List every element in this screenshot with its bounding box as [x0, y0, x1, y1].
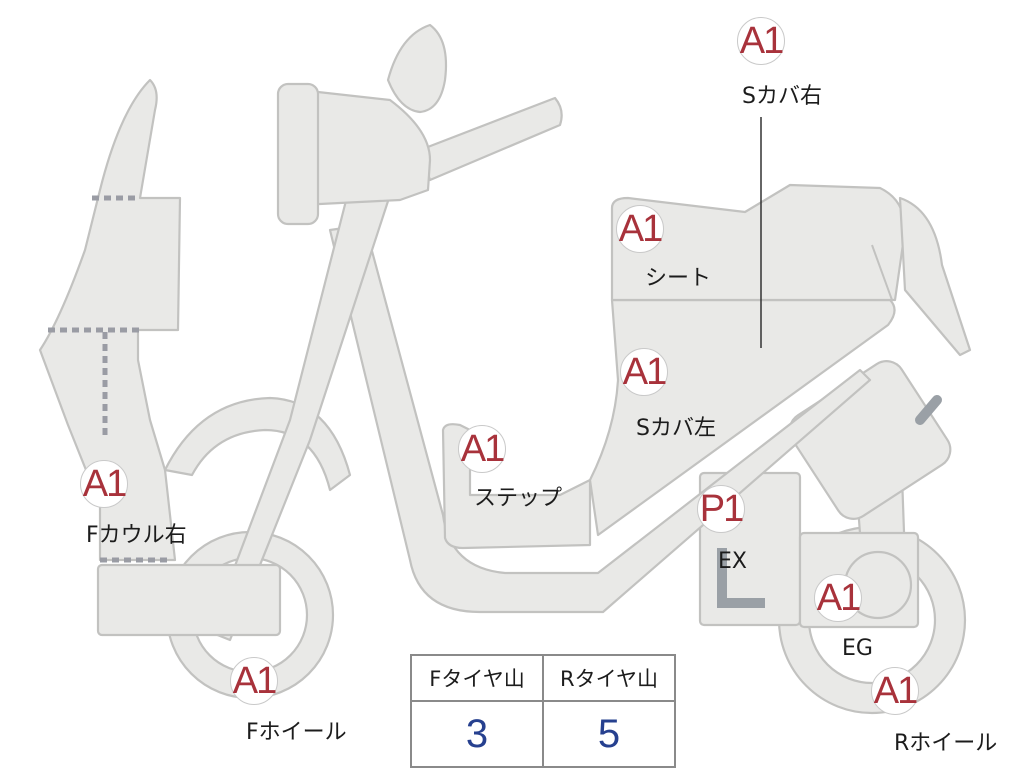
label-r-wheel: Rホイール — [894, 731, 998, 756]
rear-bolt — [915, 395, 942, 425]
header-front-tire: Fタイヤ山 — [410, 654, 544, 702]
grade-badge-step: A1 — [458, 425, 506, 473]
headlight-housing — [298, 88, 432, 207]
front-fender — [163, 396, 352, 492]
step-board — [441, 423, 592, 550]
header-rear-tire: Rタイヤ山 — [542, 654, 676, 702]
tire-table-value-row: 3 5 — [410, 700, 676, 768]
label-f-wheel: Fホイール — [246, 720, 347, 745]
side-cover — [588, 298, 896, 537]
label-f-cowl-right: Fカウル右 — [86, 523, 187, 548]
handlebar — [418, 96, 563, 182]
mirror — [386, 23, 448, 114]
rear-cowl — [898, 196, 972, 357]
seat-seam — [871, 244, 893, 301]
label-seat: シート — [645, 266, 712, 291]
grade-badge-f-wheel: A1 — [230, 657, 278, 705]
label-s-cover-left: Sカバ左 — [636, 416, 716, 441]
grade-badge-r-wheel: A1 — [871, 667, 919, 715]
grade-badge-s-cover-left: A1 — [620, 348, 668, 396]
value-rear-tire: 5 — [542, 700, 676, 768]
grade-badge-seat: A1 — [616, 205, 664, 253]
front-cowl-lower — [96, 563, 282, 637]
tire-tread-table: Fタイヤ山 Rタイヤ山 3 5 — [410, 654, 676, 768]
grade-badge-f-cowl-right: A1 — [80, 460, 128, 508]
grade-badge-s-cover-right: A1 — [737, 17, 785, 65]
exhaust-pipe — [717, 548, 765, 608]
label-engine: EG — [842, 636, 873, 661]
label-step: ステップ — [474, 486, 563, 511]
headlight — [276, 82, 320, 226]
grade-badge-exhaust: P1 — [697, 485, 745, 533]
label-s-cover-right: Sカバ右 — [742, 84, 822, 109]
grade-badge-engine: A1 — [814, 574, 862, 622]
front-cowl — [38, 78, 182, 562]
value-front-tire: 3 — [410, 700, 544, 768]
tire-table-header-row: Fタイヤ山 Rタイヤ山 — [410, 654, 676, 702]
label-exhaust: EX — [718, 549, 747, 574]
